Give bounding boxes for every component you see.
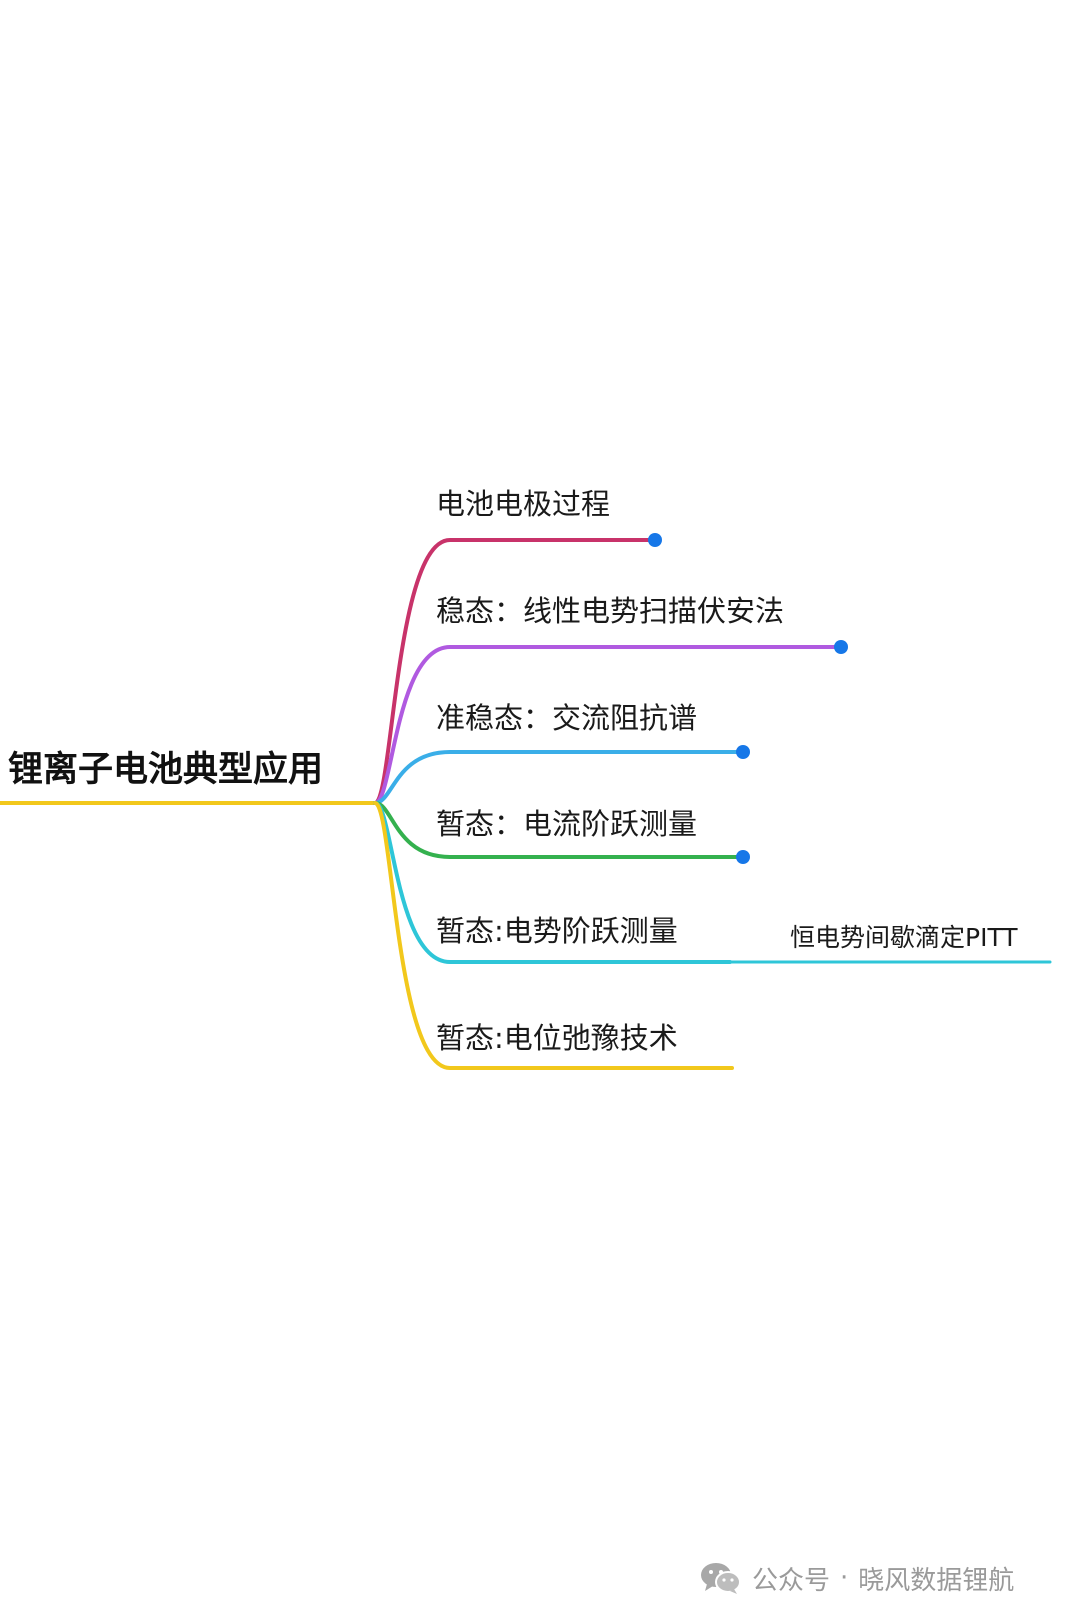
branch-end-dot: [736, 850, 750, 864]
branch-line-potential-relaxation: [373, 801, 734, 1070]
branch-label-potential-relaxation: 暂态:电位弛豫技术: [436, 1021, 678, 1055]
wechat-icon: [700, 1561, 742, 1595]
branch-line-steady-state: [373, 645, 843, 805]
branch-label-electrode-process: 电池电极过程: [436, 487, 611, 521]
watermark-source: 公众号: [752, 1565, 831, 1596]
child-label-pitt: 恒电势间歇滴定PITT: [790, 923, 1018, 952]
branch-line-current-step: [373, 801, 745, 859]
branch-line-electrode-process: [373, 538, 657, 805]
branch-end-dot: [648, 533, 662, 547]
branch-end-dot: [834, 640, 848, 654]
root-node-label: 锂离子电池典型应用: [8, 750, 324, 790]
branch-end-dot: [736, 745, 750, 759]
watermark: 公众号 · 晓风数据锂航: [700, 1558, 1014, 1598]
watermark-account: 晓风数据锂航: [858, 1565, 1015, 1596]
branch-label-steady-state: 稳态：线性电势扫描伏安法: [436, 594, 785, 628]
branch-label-quasi-steady-state: 准稳态：交流阻抗谱: [436, 701, 698, 735]
branch-line-quasi-steady-state: [373, 750, 745, 805]
branch-label-current-step: 暂态：电流阶跃测量: [436, 807, 698, 841]
branch-label-potential-step: 暂态:电势阶跃测量: [436, 914, 678, 948]
watermark-separator: ·: [840, 1563, 849, 1593]
